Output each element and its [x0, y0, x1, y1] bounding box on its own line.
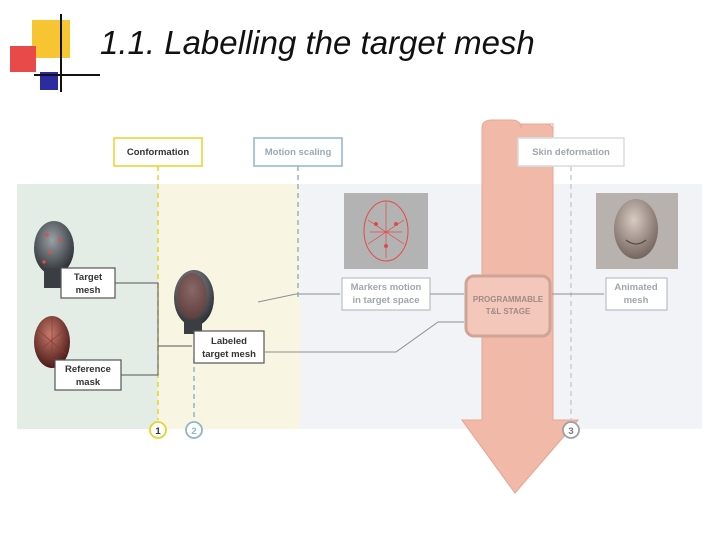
animated-mesh-label-2: mesh	[624, 295, 649, 306]
slide-title: 1.1. Labelling the target mesh	[100, 24, 535, 61]
skin-deformation-label: Skin deformation	[532, 147, 610, 158]
conformation-label: Conformation	[127, 147, 189, 158]
skin-deformation-label-box	[517, 137, 625, 167]
step-3-circle	[562, 421, 580, 439]
labeled-target-mesh-label-1: Labeled	[211, 336, 247, 347]
reference-mask-box	[54, 359, 122, 391]
target-mesh-box	[60, 267, 116, 299]
animated-mesh-label-1: Animated	[614, 282, 657, 293]
conformation-band	[17, 184, 158, 429]
connector-motion-to-markers	[257, 293, 340, 303]
programmable-stage-label-1: PROGRAMMABLE	[473, 295, 544, 304]
labeled-target-mesh-label-2: target mesh	[202, 349, 256, 360]
animated-mesh-head	[596, 193, 678, 269]
step-2-circle	[185, 421, 203, 439]
connector-labeled-to-stage	[264, 321, 464, 353]
reference-mask-label-1: Reference	[65, 364, 111, 375]
connector-reference-to-labeled	[121, 346, 159, 376]
deco-red-square	[10, 46, 36, 72]
reference-mask-label-2: mask	[76, 377, 101, 388]
target-mesh-head	[34, 221, 74, 288]
motion-scaling-label: Motion scaling	[265, 147, 332, 158]
markers-motion-box	[341, 277, 431, 311]
deco-blue-square	[40, 72, 58, 90]
markers-motion-label-2: in target space	[352, 295, 419, 306]
title-decoration	[0, 0, 100, 100]
step-3-number: 3	[568, 426, 573, 437]
deco-yellow-square	[32, 20, 70, 58]
deco-vertical-line	[60, 14, 62, 92]
programmable-stage-box	[464, 274, 552, 338]
target-mesh-label-1: Target	[74, 272, 103, 283]
labeled-target-mesh-box	[193, 330, 265, 364]
markers-head	[344, 193, 428, 269]
step-1-number: 1	[155, 426, 161, 437]
reference-mask-head	[34, 316, 70, 368]
conformation-label-box	[113, 137, 203, 167]
motion-scaling-label-box	[253, 137, 343, 167]
labeled-target-mesh-head	[174, 270, 214, 334]
animated-mesh-box	[605, 277, 668, 311]
step-2-number: 2	[191, 426, 196, 437]
step-1-circle	[149, 421, 167, 439]
connector-target-to-labeled	[115, 282, 192, 347]
programmable-stage-label-2: T&L STAGE	[486, 307, 531, 316]
deco-horizontal-line	[34, 74, 100, 76]
target-mesh-label-2: mesh	[76, 285, 101, 296]
markers-motion-label-1: Markers motion	[351, 282, 422, 293]
arrow-shaft	[461, 123, 580, 494]
